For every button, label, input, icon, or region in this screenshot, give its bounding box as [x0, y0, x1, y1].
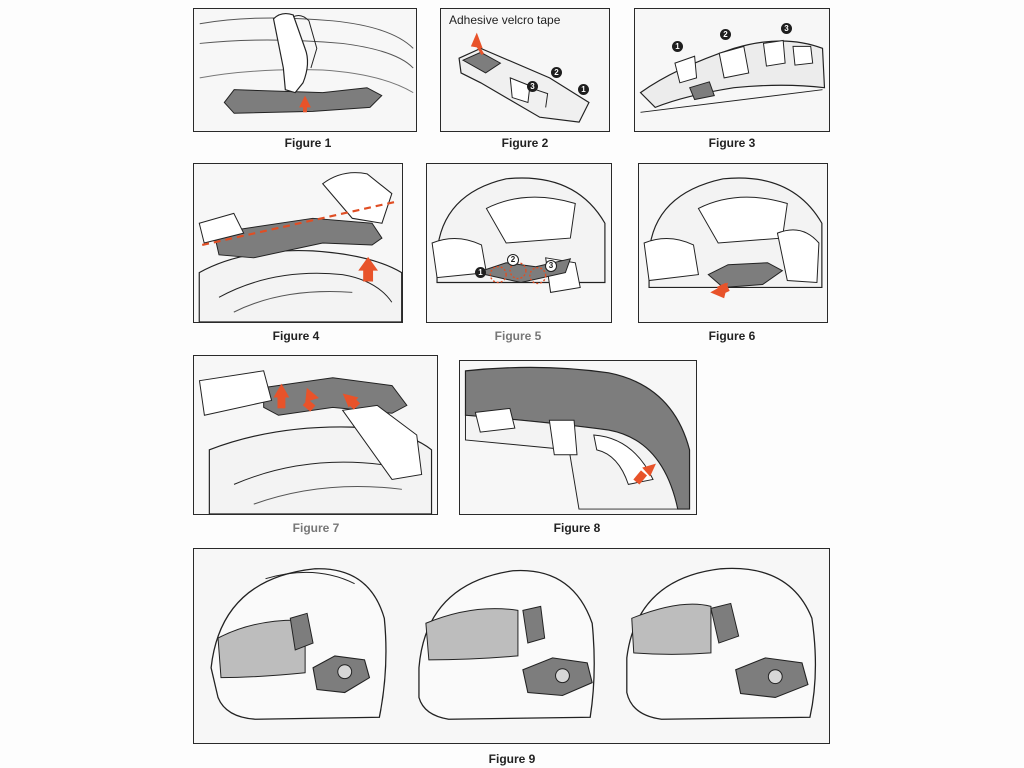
figure-8-illustration	[464, 366, 691, 510]
figure-9-panel	[193, 548, 830, 744]
marker-3: 3	[545, 260, 557, 272]
figure-5-caption: Figure 5	[494, 329, 542, 343]
figure-3-panel: 1 2 3	[634, 8, 830, 132]
adhesive-velcro-tape-label: Adhesive velcro tape	[449, 13, 561, 27]
figure-7-illustration	[198, 370, 433, 514]
figure-7-panel	[193, 355, 438, 515]
figure-4-caption: Figure 4	[272, 329, 320, 343]
figure-5-panel: 1 2 3	[426, 163, 612, 323]
figure-1-panel	[193, 8, 417, 132]
figure-2-panel: Adhesive velcro tape 1 2 3	[440, 8, 610, 132]
marker-2: 2	[720, 29, 731, 40]
figure-1-illustration	[199, 13, 414, 114]
figure-4-illustration	[198, 172, 402, 322]
figure-6-panel	[638, 163, 828, 323]
marker-3: 3	[781, 23, 792, 34]
marker-3: 3	[527, 81, 538, 92]
figure-8-panel	[459, 360, 697, 515]
marker-2: 2	[507, 254, 519, 266]
figure-6-illustration	[643, 177, 823, 299]
marker-1: 1	[578, 84, 589, 95]
figure-3-illustration	[639, 39, 826, 113]
helmet-2	[418, 569, 595, 720]
figure-2-caption: Figure 2	[501, 136, 549, 150]
helmet-3	[626, 567, 817, 720]
marker-1: 1	[475, 267, 486, 278]
figure-2-illustration	[458, 32, 590, 123]
figure-3-caption: Figure 3	[708, 136, 756, 150]
figure-9-illustration	[210, 567, 817, 720]
figure-9-caption: Figure 9	[488, 752, 536, 766]
helmet-1	[210, 568, 387, 720]
figure-6-caption: Figure 6	[708, 329, 756, 343]
figure-8-caption: Figure 8	[553, 521, 601, 535]
figure-5-illustration	[431, 177, 606, 293]
figure-7-caption: Figure 7	[292, 521, 340, 535]
marker-1: 1	[672, 41, 683, 52]
figure-4-panel	[193, 163, 403, 323]
figure-1-caption: Figure 1	[284, 136, 332, 150]
marker-2: 2	[551, 67, 562, 78]
